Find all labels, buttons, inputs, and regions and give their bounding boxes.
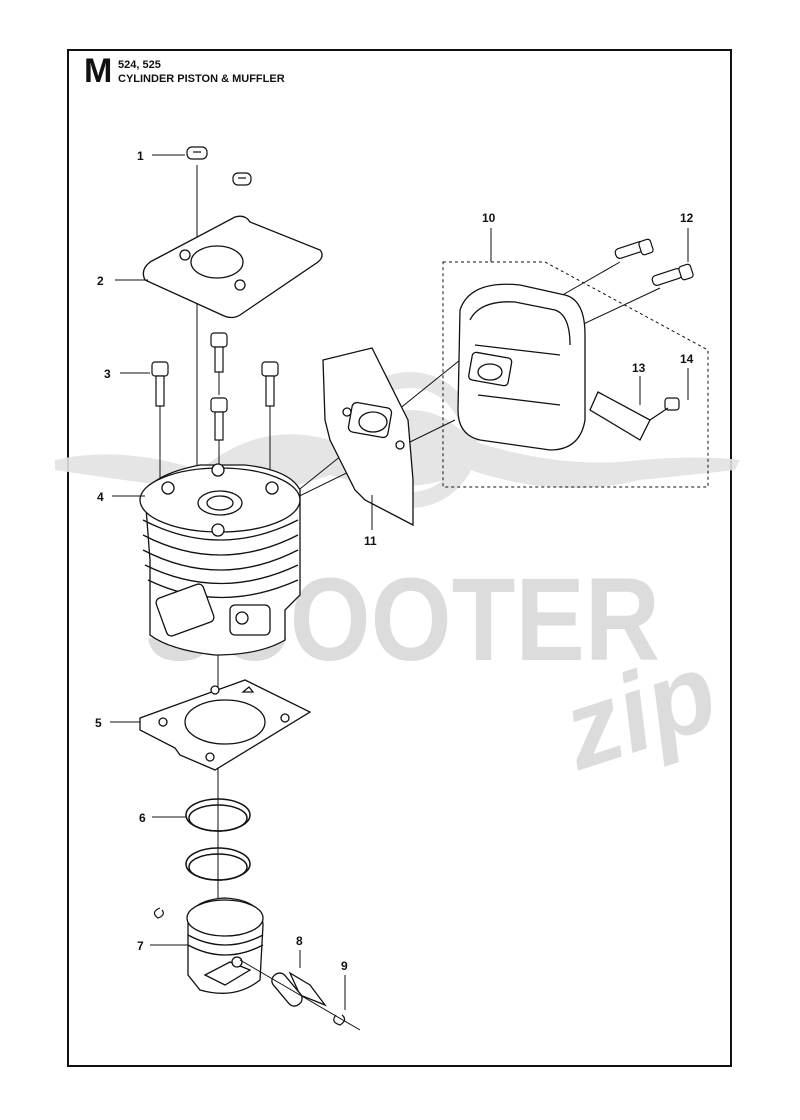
callout-8: 8 bbox=[296, 934, 303, 948]
callout-13: 13 bbox=[632, 361, 646, 375]
part-10-muffler bbox=[457, 283, 586, 451]
part-2-heat-shield-plate bbox=[142, 215, 323, 319]
callout-10: 10 bbox=[482, 211, 496, 225]
part-14-screw bbox=[649, 397, 680, 421]
callout-12: 12 bbox=[680, 211, 694, 225]
piston-clip-left bbox=[153, 907, 164, 919]
callout-1: 1 bbox=[137, 149, 144, 163]
part-6-piston-rings bbox=[185, 798, 251, 881]
callout-11: 11 bbox=[364, 534, 377, 548]
part-12-bolts bbox=[614, 238, 694, 286]
callout-14: 14 bbox=[680, 352, 694, 366]
callout-5: 5 bbox=[95, 716, 102, 730]
callout-6: 6 bbox=[139, 811, 146, 825]
part-9-clip bbox=[333, 1014, 346, 1026]
part-5-base-gasket bbox=[139, 679, 312, 771]
muffler-assembly-outline bbox=[442, 261, 709, 488]
part-4-cylinder bbox=[139, 463, 301, 656]
part-3-screws bbox=[151, 332, 279, 441]
leader-lines bbox=[110, 154, 689, 1010]
part-8-piston-pin bbox=[271, 971, 327, 1007]
callout-2: 2 bbox=[97, 274, 104, 288]
section-title: CYLINDER PISTON & MUFFLER bbox=[118, 73, 285, 85]
part-11-muffler-gasket bbox=[322, 347, 414, 527]
callout-9: 9 bbox=[341, 959, 348, 973]
part-7-piston bbox=[186, 897, 264, 994]
section-letter: M bbox=[84, 52, 113, 90]
part-1-screw bbox=[186, 146, 252, 186]
callout-3: 3 bbox=[104, 367, 111, 381]
model-numbers: 524, 525 bbox=[118, 59, 161, 71]
callout-4: 4 bbox=[97, 490, 104, 504]
callout-7: 7 bbox=[137, 939, 144, 953]
part-13-deflector-plate bbox=[589, 391, 651, 441]
